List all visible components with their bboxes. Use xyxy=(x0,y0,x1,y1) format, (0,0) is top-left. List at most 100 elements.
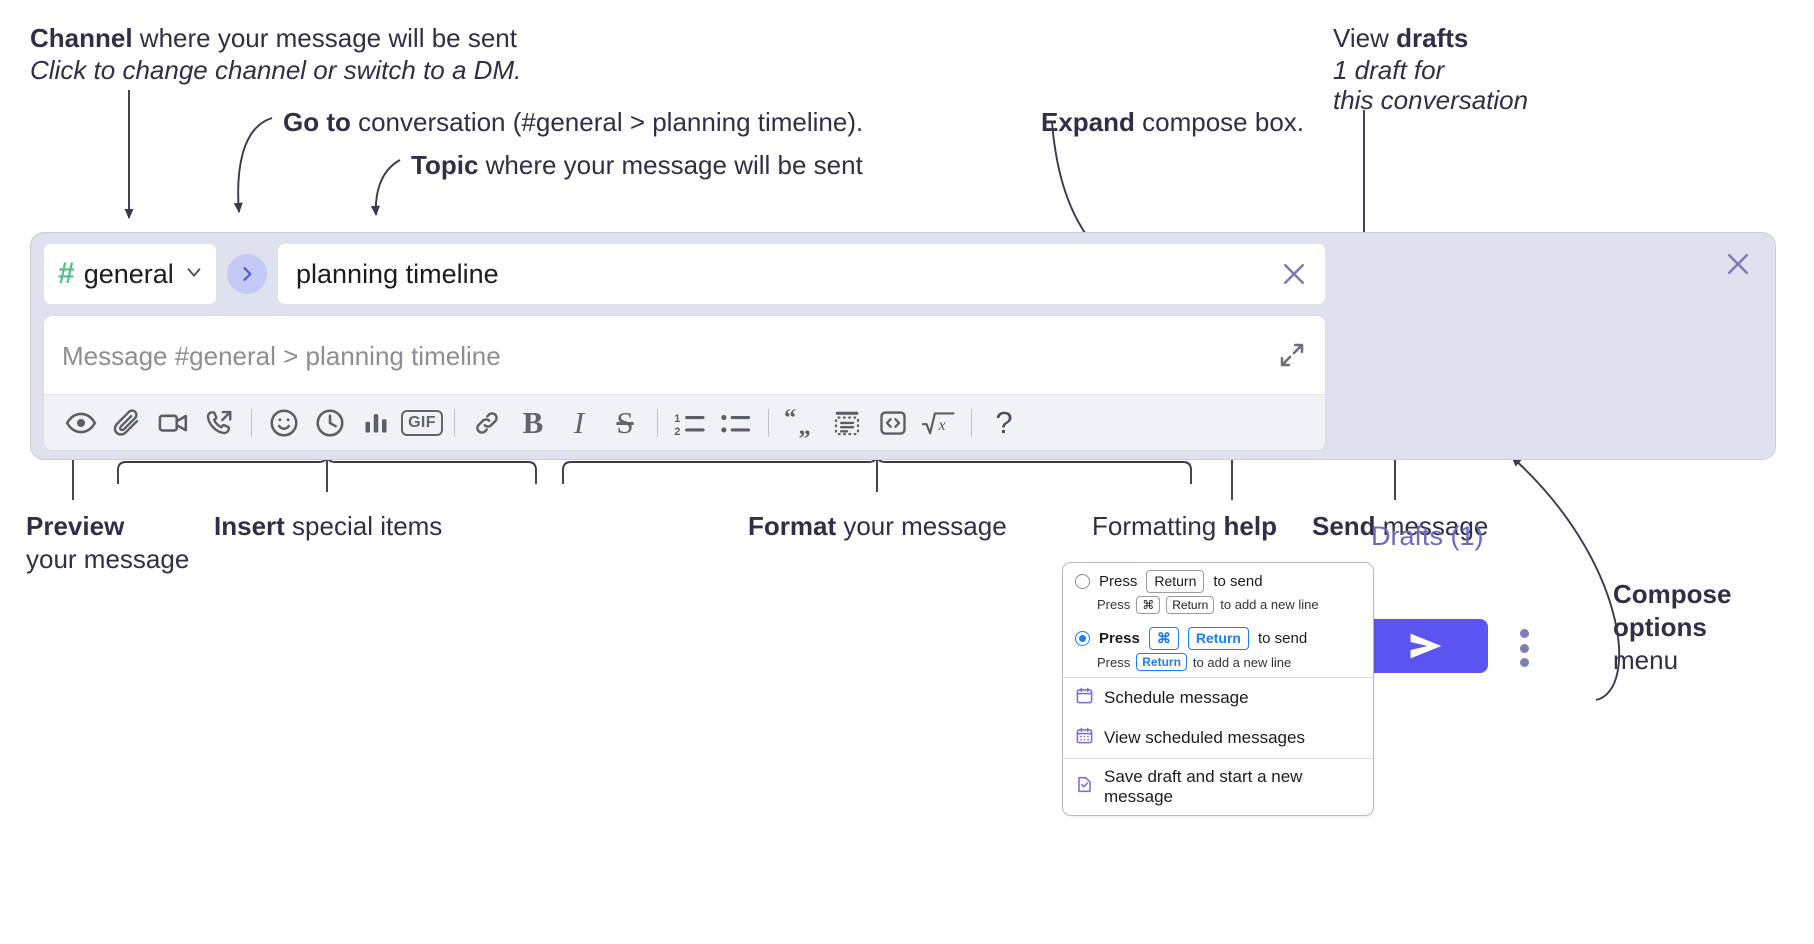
option2-sub-tail: to add a new line xyxy=(1192,654,1292,670)
annotation-compose-text3: menu xyxy=(1613,645,1679,675)
toolbar-divider xyxy=(768,408,769,437)
svg-text:„: „ xyxy=(799,412,811,437)
annotation-preview: Preview xyxy=(26,510,124,543)
annotation-send-bold: Send xyxy=(1312,511,1376,541)
option1-sub-press: Press xyxy=(1097,597,1131,613)
annotation-drafts-italic2: this conversation xyxy=(1333,85,1529,115)
annotation-send: Send message xyxy=(1312,510,1488,543)
bold-icon[interactable]: B xyxy=(510,401,556,445)
annotation-goto-rest: conversation (#general > planning timeli… xyxy=(350,107,864,137)
option2-tosend-label: to send xyxy=(1258,630,1308,648)
toolbar-divider xyxy=(971,408,972,437)
annotation-goto-bold: Go to xyxy=(283,107,351,137)
link-icon[interactable] xyxy=(464,401,510,445)
poll-icon[interactable] xyxy=(353,401,399,445)
annotation-topic: Topic where your message will be sent xyxy=(411,149,863,182)
formatting-toolbar: GIF B I S xyxy=(44,394,1325,450)
menu-option-cmd-return-to-send[interactable]: Press ⌘ Return to send xyxy=(1063,620,1373,652)
document-check-icon xyxy=(1075,775,1094,799)
annotation-send-rest: message xyxy=(1375,511,1489,541)
toolbar-divider xyxy=(454,408,455,437)
annotation-insert: Insert special items xyxy=(214,510,442,543)
close-icon[interactable] xyxy=(1723,249,1753,279)
blockquote-icon[interactable]: “ „ xyxy=(778,401,824,445)
compose-panel: # general planning timeline xyxy=(30,232,1776,673)
annotation-format: Format your message xyxy=(748,510,1007,543)
annotation-drafts-plain: View xyxy=(1333,23,1397,53)
svg-text:2: 2 xyxy=(674,426,680,438)
keycap-return: Return xyxy=(1136,652,1187,672)
annotation-format-rest: your message xyxy=(836,511,1007,541)
annotation-insert-bold: Insert xyxy=(214,511,285,541)
drafts-link[interactable]: Drafts (1) xyxy=(1371,521,1484,551)
svg-text:x: x xyxy=(937,416,946,434)
math-icon[interactable]: x xyxy=(916,401,962,445)
annotation-drafts-bold: drafts xyxy=(1396,23,1469,53)
clear-topic-icon[interactable] xyxy=(1277,257,1311,291)
option2-press-label: Press xyxy=(1099,630,1140,648)
hash-icon: # xyxy=(58,257,75,290)
toolbar-divider xyxy=(657,408,658,437)
menu-item-label: View scheduled messages xyxy=(1104,728,1305,748)
chevron-down-icon xyxy=(183,261,205,288)
message-input[interactable]: Message #general > planning timeline xyxy=(44,316,1325,396)
clock-icon[interactable] xyxy=(307,401,353,445)
calendar-grid-icon xyxy=(1075,726,1094,750)
annotation-channel-italic: Click to change channel or switch to a D… xyxy=(30,55,522,85)
attachment-icon[interactable] xyxy=(104,401,150,445)
ordered-list-icon[interactable]: 1 2 xyxy=(667,401,713,445)
option2-sub-press: Press xyxy=(1097,654,1131,670)
topic-value: planning timeline xyxy=(296,258,499,289)
keycap-return: Return xyxy=(1146,570,1205,593)
menu-item-schedule-message[interactable]: Schedule message xyxy=(1063,678,1373,718)
annotation-compose-options-2: options xyxy=(1613,611,1707,644)
annotation-channel-sub: Click to change channel or switch to a D… xyxy=(30,54,521,87)
formatting-help-icon[interactable]: ? xyxy=(981,401,1027,445)
code-icon[interactable] xyxy=(870,401,916,445)
menu-option-return-to-send[interactable]: Press Return to send xyxy=(1063,563,1373,595)
composer: # general planning timeline xyxy=(43,243,1326,451)
code-block-icon[interactable] xyxy=(824,401,870,445)
menu-item-save-draft[interactable]: Save draft and start a new message xyxy=(1063,759,1373,815)
video-icon[interactable] xyxy=(150,401,196,445)
compose-options-menu-button[interactable] xyxy=(1511,629,1537,667)
send-arrow-icon xyxy=(1410,633,1442,659)
annotation-preview-bold: Preview xyxy=(26,511,125,541)
keycap-return: Return xyxy=(1166,595,1215,615)
gif-icon[interactable]: GIF xyxy=(399,401,445,445)
send-button[interactable] xyxy=(1364,619,1488,673)
bulleted-list-icon[interactable] xyxy=(713,401,759,445)
go-to-conversation-button[interactable] xyxy=(227,254,267,294)
preview-icon[interactable] xyxy=(58,401,104,445)
gif-label: GIF xyxy=(401,409,443,436)
italic-icon[interactable]: I xyxy=(556,401,602,445)
kebab-dot xyxy=(1519,658,1529,667)
annotation-channel-rest: where your message will be sent xyxy=(132,23,517,53)
calendar-icon xyxy=(1075,686,1094,710)
annotation-topic-bold: Topic xyxy=(411,150,479,180)
toolbar-divider xyxy=(251,408,252,437)
annotation-expand: Expand compose box. xyxy=(1041,106,1304,139)
menu-item-view-scheduled-messages[interactable]: View scheduled messages xyxy=(1063,718,1373,758)
annotation-preview-text: your message xyxy=(26,544,190,574)
channel-selector[interactable]: # general xyxy=(43,243,217,305)
compose-options-menu: Press Return to send Press ⌘ Return to a… xyxy=(1062,562,1374,817)
message-box: Message #general > planning timeline xyxy=(43,315,1326,451)
strikethrough-icon[interactable]: S xyxy=(602,401,648,445)
menu-item-label: Schedule message xyxy=(1104,688,1249,708)
emoji-icon[interactable] xyxy=(261,401,307,445)
expand-compose-icon[interactable] xyxy=(1277,340,1307,370)
annotation-expand-rest: compose box. xyxy=(1134,107,1305,137)
channel-name-label: general xyxy=(83,258,174,289)
option1-press-label: Press xyxy=(1099,572,1138,590)
annotation-compose-bold1: Compose xyxy=(1613,579,1732,609)
radio-return-to-send[interactable] xyxy=(1075,573,1090,589)
audio-call-icon[interactable] xyxy=(196,401,242,445)
topic-input[interactable]: planning timeline xyxy=(277,243,1326,305)
annotation-drafts-sub2: this conversation xyxy=(1333,84,1528,117)
keycap-return: Return xyxy=(1187,627,1249,650)
annotation-insert-rest: special items xyxy=(284,511,443,541)
radio-cmd-return-to-send[interactable] xyxy=(1075,631,1090,647)
annotation-goto: Go to conversation (#general > planning … xyxy=(283,106,863,139)
